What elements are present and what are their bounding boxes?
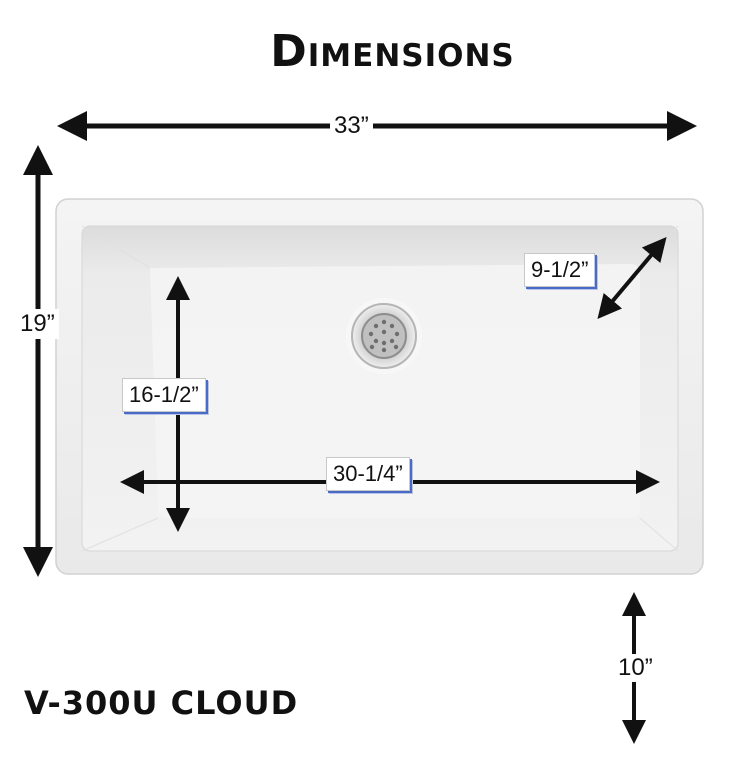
- bowl-width-label: 30-1/4”: [326, 457, 410, 492]
- cabinet-min-label: 10”: [614, 654, 657, 682]
- bowl-height-arrow: [597, 236, 667, 320]
- bowl-height-label: 9-1/2”: [524, 253, 596, 288]
- overall-depth-label: 19”: [16, 309, 59, 339]
- bowl-floor: [150, 264, 640, 518]
- drain-icon: [346, 298, 422, 374]
- model-label: V-300U CLOUD: [24, 684, 299, 722]
- bowl-depth-label: 16-1/2”: [122, 378, 206, 413]
- overall-width-label: 33”: [330, 114, 373, 138]
- diagram-title: Dimensions: [270, 26, 515, 77]
